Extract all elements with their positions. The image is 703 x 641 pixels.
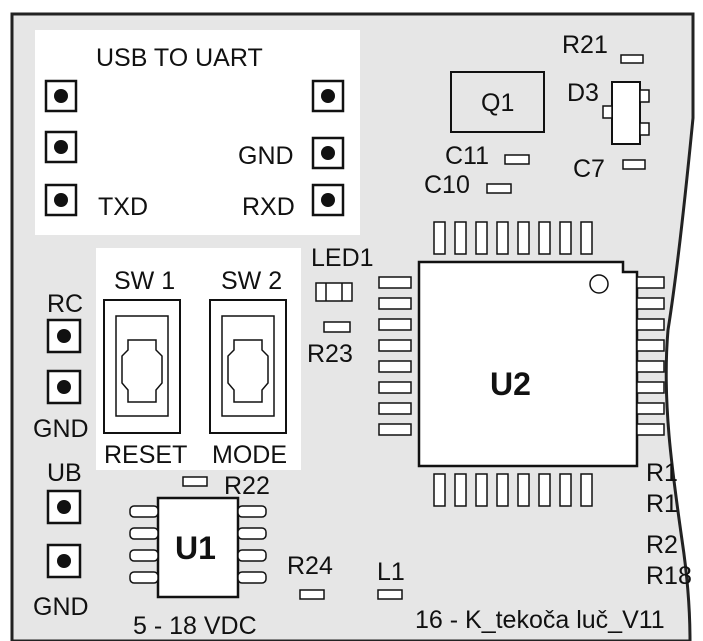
q1-label: Q1 — [481, 89, 514, 117]
sw1-function-label: RESET — [104, 441, 187, 469]
header-pin-right-3 — [311, 183, 345, 217]
c10-pad — [486, 183, 512, 194]
usb-header-title: USB TO UART — [96, 44, 263, 72]
u1-chip: U1 — [129, 496, 267, 599]
c7-label: C7 — [573, 155, 605, 183]
r23-label: R23 — [307, 340, 353, 368]
l1-label: L1 — [377, 558, 405, 586]
r-edge-label-1: R1 — [646, 459, 678, 487]
d3-label: D3 — [567, 79, 599, 107]
r22-label: R22 — [224, 472, 270, 500]
switches-panel: SW 1 SW 2 RESET MODE — [96, 248, 301, 470]
rc-label: RC — [47, 290, 83, 318]
c10-label: C10 — [424, 171, 470, 199]
r24-label: R24 — [287, 552, 333, 580]
ub-pin — [46, 489, 82, 525]
board-footer-label: 16 - K_tekoča luč_V11 — [415, 606, 665, 634]
r21-label: R21 — [562, 31, 608, 59]
pin-label-rxd: RXD — [242, 193, 295, 221]
u1-label: U1 — [175, 530, 216, 566]
header-pin-left-1 — [44, 79, 78, 113]
header-pin-left-3 — [44, 183, 78, 217]
gnd-bottom-pin — [46, 543, 82, 579]
u2-right-pins — [636, 276, 665, 436]
sw2-label: SW 2 — [221, 267, 282, 295]
gnd-top-pin — [46, 369, 82, 405]
r24-pad — [299, 589, 325, 600]
supply-voltage-label: 5 - 18 VDC — [133, 612, 257, 640]
r-edge-label-3: R2 — [646, 531, 678, 559]
r-edge-label-4: R18 — [646, 562, 692, 590]
c11-pad — [504, 154, 530, 165]
sw1-label: SW 1 — [114, 267, 175, 295]
gnd-top-label: GND — [33, 415, 89, 443]
u2-top-pins — [433, 221, 593, 255]
r23-pad — [323, 321, 351, 333]
header-pin-left-2 — [44, 130, 78, 164]
rc-pin — [46, 318, 82, 354]
sw1-switch — [103, 299, 181, 434]
sw2-switch — [209, 299, 287, 434]
r22-pad — [182, 476, 208, 487]
sw2-function-label: MODE — [212, 441, 287, 469]
header-pin-right-2 — [311, 136, 345, 170]
l1-pad — [377, 589, 403, 600]
c7-pad — [622, 159, 646, 170]
pin-label-gnd: GND — [238, 142, 294, 170]
gnd-bottom-label: GND — [33, 593, 89, 621]
u2-bottom-pins — [433, 473, 593, 507]
led1-pad — [315, 282, 353, 302]
r21-pad — [620, 54, 644, 64]
u2-left-pins — [378, 276, 412, 436]
u2-label: U2 — [490, 366, 531, 402]
usb-to-uart-header: USB TO UART GND TXD RXD — [35, 30, 360, 235]
u2-chip: U2 — [378, 221, 665, 507]
ub-label: UB — [47, 459, 82, 487]
q1-transistor: Q1 — [450, 71, 545, 133]
pin-label-txd: TXD — [98, 193, 148, 221]
c11-label: C11 — [445, 142, 489, 170]
d3-diode — [602, 81, 650, 145]
led1-label: LED1 — [311, 244, 374, 272]
header-pin-right-1 — [311, 79, 345, 113]
u1-right-pins — [237, 505, 267, 584]
r-edge-label-2: R1 — [646, 490, 678, 518]
u1-left-pins — [129, 505, 159, 584]
